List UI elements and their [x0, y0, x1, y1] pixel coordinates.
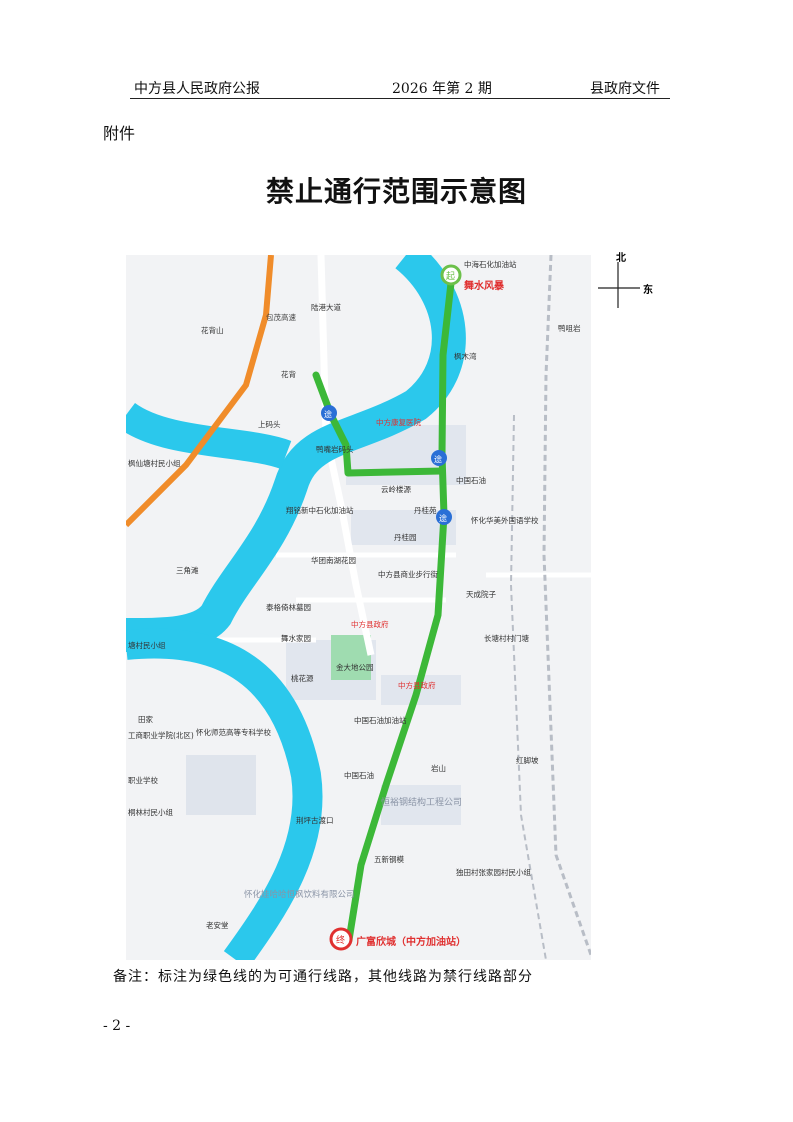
map-label: 老安堂 — [206, 920, 229, 930]
map-label: 荆坪古渡口 — [296, 815, 334, 825]
map-label: 五新钢模 — [374, 854, 404, 864]
map-note: 备注：标注为绿色线的为可通行线路，其他线路为禁行线路部分 — [113, 969, 533, 985]
end-marker: 终 — [329, 927, 353, 951]
map-label: 泰格倚林墓园 — [266, 602, 311, 612]
map-label: 包茂高速 — [266, 312, 296, 322]
svg-text:终: 终 — [336, 934, 345, 946]
via-marker: 途 — [321, 405, 337, 421]
map-label: 中海石化加油站 — [464, 259, 517, 269]
map-label: 鸭咀岩 — [558, 323, 581, 333]
attachment-label: 附件 — [103, 124, 136, 143]
map-label: 岩山 — [431, 763, 446, 773]
permitted-route-main — [345, 279, 455, 944]
map-label: 花背 — [281, 369, 296, 379]
svg-text:起: 起 — [446, 271, 455, 282]
map-label: 田家 — [138, 714, 153, 724]
header-issue: 2026 年第 2 期 — [392, 81, 492, 97]
map-label: 工商职业学院(北区) — [128, 730, 194, 740]
map-label: 桃花源 — [291, 673, 314, 683]
park-area — [331, 635, 371, 680]
map-label: 三角滩 — [176, 565, 199, 575]
map-label: 华团南湖花园 — [311, 555, 356, 565]
map-label: 怀化娃哈哈恒枫饮料有限公司 — [244, 889, 355, 900]
page-title: 禁止通行范围示意图 — [265, 175, 527, 208]
svg-text:途: 途 — [439, 513, 447, 523]
map-label: 塘村民小组 — [128, 640, 166, 650]
map-label: 中方县政府 — [398, 680, 436, 690]
svg-text:途: 途 — [324, 409, 332, 419]
map-label: 桐林村民小组 — [128, 807, 173, 817]
permitted-route-branch — [312, 371, 446, 477]
map-label: 中国石油 — [344, 770, 374, 780]
map-label: 怀化华美外国语学校 — [471, 515, 539, 525]
header-publication: 中方县人民政府公报 — [134, 81, 260, 97]
via-marker: 途 — [431, 450, 447, 466]
map-label: 花背山 — [201, 325, 224, 335]
map-label: 金大地公园 — [336, 662, 374, 672]
map-label: 中国石油 — [456, 475, 486, 485]
map-label: 丹桂园 — [394, 532, 417, 542]
map-label: 丹桂苑 — [414, 505, 437, 515]
start-marker: 起 — [440, 264, 462, 286]
via-marker: 途 — [436, 509, 452, 525]
map-label: 翔铭新中石化加油站 — [286, 505, 354, 515]
highway-baomao — [126, 255, 274, 528]
map-label: 枫木湾 — [454, 351, 477, 361]
building-block — [186, 755, 256, 815]
route-map: 起 途 途 途 终 中海石化加油站 舞水风暴 鸭咀岩 花背山 包茂高速 陆港大道… — [126, 255, 591, 960]
map-label: 中国石油加油站 — [354, 715, 407, 725]
map-label: 中方县政府 — [351, 619, 389, 629]
map-label: 枫仙塘村民小组 — [128, 458, 181, 468]
page-number: - 2 - — [103, 1018, 131, 1034]
map-label: 恒裕钢结构工程公司 — [381, 796, 462, 808]
building-block — [381, 785, 461, 825]
map-label: 云岭楼源 — [381, 484, 411, 494]
map-label: 舞水风暴 — [464, 279, 505, 292]
river-south — [126, 628, 323, 960]
river-main — [126, 255, 466, 652]
map-label: 舞水家园 — [281, 633, 311, 643]
map-label: 广富欣城（中方加油站） — [356, 935, 466, 948]
map-label: 鸭嘴岩码头 — [316, 444, 354, 454]
railway — [542, 255, 591, 956]
map-label: 红脚坡 — [516, 755, 539, 765]
map-label: 怀化师范高等专科学校 — [196, 727, 271, 737]
map-label: 天成院子 — [466, 589, 496, 599]
map-label: 独田村张家园村民小组 — [456, 867, 531, 877]
header-section: 县政府文件 — [590, 81, 660, 97]
map-label: 陆港大道 — [311, 302, 341, 312]
compass: 北 东 — [596, 251, 656, 312]
map-label: 中方县商业步行街 — [378, 569, 438, 579]
map-label: 中方康复医院 — [376, 417, 421, 427]
svg-text:途: 途 — [434, 454, 442, 464]
railway — [509, 414, 547, 960]
map-label: 长塘村村门塘 — [484, 633, 529, 643]
map-label: 职业学校 — [128, 775, 158, 785]
compass-east: 东 — [643, 283, 653, 296]
map-label: 上码头 — [258, 419, 281, 429]
document-header: 中方县人民政府公报 2026 年第 2 期 县政府文件 — [130, 76, 670, 99]
compass-north: 北 — [616, 252, 626, 264]
